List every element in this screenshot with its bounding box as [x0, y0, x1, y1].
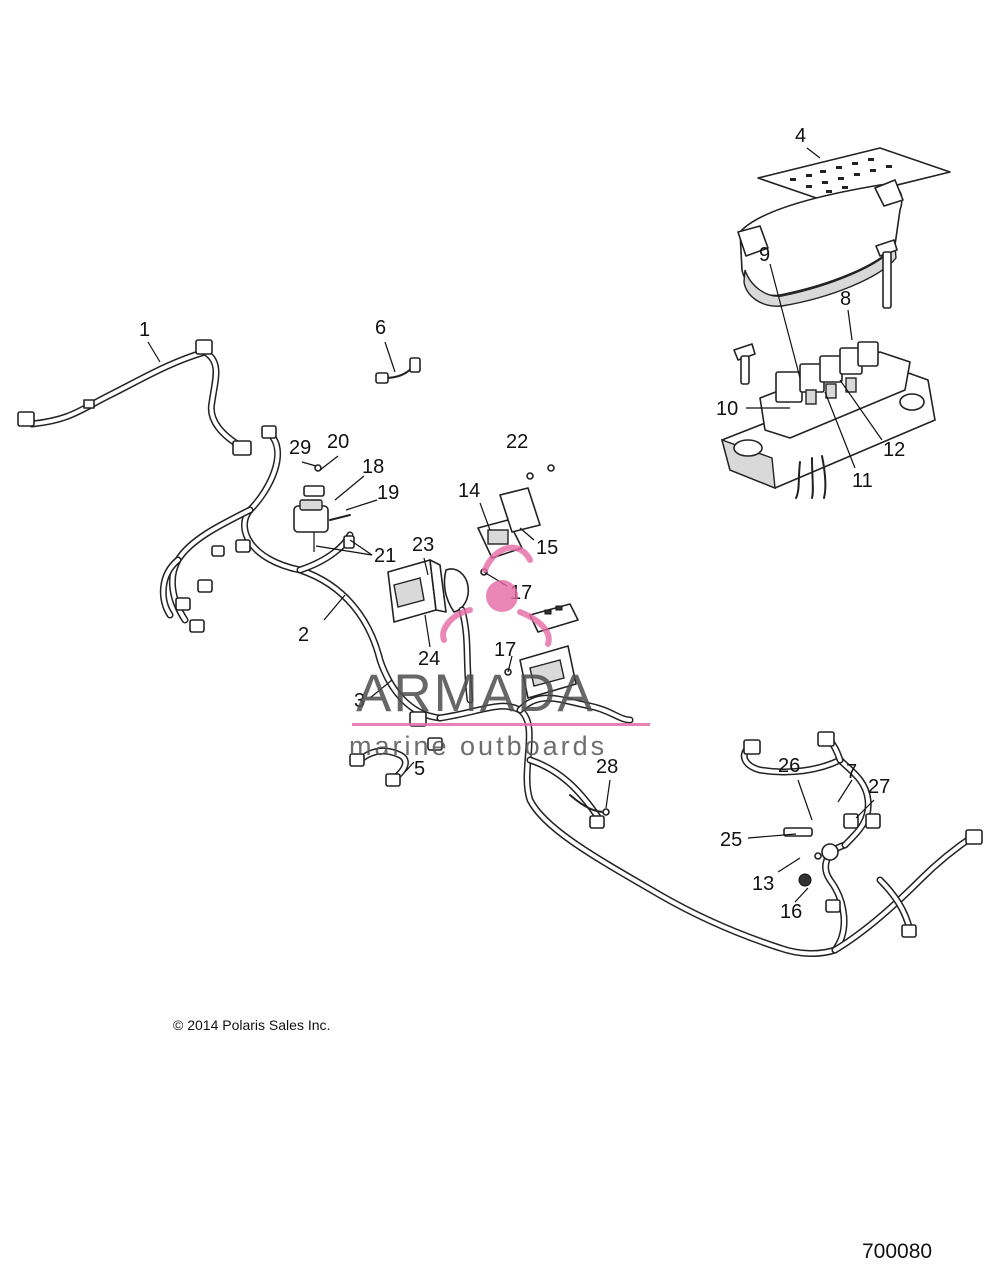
- leader-lines: [147, 147, 883, 903]
- voltage-regulator: [519, 603, 579, 699]
- callout-3: 3: [354, 690, 365, 712]
- callout-4: 4: [795, 125, 806, 147]
- part-2-main-harness: [159, 425, 444, 722]
- callout-23: 23: [412, 534, 434, 556]
- watermark-tagline: marine outboards: [349, 731, 608, 761]
- part-1-front-harness: [17, 339, 252, 456]
- callout-14: 14: [458, 480, 480, 502]
- part-28-lead: [569, 794, 610, 816]
- callout-6: 6: [375, 317, 386, 339]
- callout-19: 19: [377, 482, 399, 504]
- bolt-upper: [875, 239, 898, 309]
- callout-7: 7: [846, 761, 857, 783]
- callout-26: 26: [778, 755, 800, 777]
- part-7-rear-harness: [740, 731, 983, 954]
- part-23-ecu: [387, 559, 447, 623]
- part-14-connector-housing: [477, 487, 541, 559]
- diagram-number: 700080: [862, 1240, 933, 1263]
- copyright-notice: © 2014 Polaris Sales Inc.: [173, 1017, 331, 1033]
- callout-11: 11: [852, 470, 873, 492]
- callout-21: 21: [374, 545, 396, 567]
- callout-28: 28: [596, 756, 618, 778]
- callout-5: 5: [414, 758, 425, 780]
- callout-8: 8: [840, 288, 851, 310]
- callout-29: 29: [289, 437, 311, 459]
- part-5-jumper-harness: [349, 747, 409, 787]
- callout-15: 15: [536, 537, 558, 559]
- fuse-box-assembly: [720, 147, 951, 499]
- bolt-lower: [733, 343, 756, 385]
- part-18-relay: [293, 464, 355, 552]
- callout-20: 20: [327, 431, 349, 453]
- callout-12: 12: [883, 439, 905, 461]
- watermark-logo-mark: [440, 544, 552, 647]
- callout-22: 22: [506, 431, 528, 453]
- callout-18: 18: [362, 456, 384, 478]
- callout-9: 9: [759, 244, 770, 266]
- callout-2: 2: [298, 624, 309, 646]
- callout-10: 10: [716, 398, 738, 420]
- callout-numbers: 1 2 3 4 5 6 7 8 9 10 11 12 13 14 15 16 1…: [139, 125, 905, 923]
- part-22-fasteners: [526, 464, 555, 480]
- callout-27: 27: [868, 776, 890, 798]
- callout-13: 13: [752, 873, 774, 895]
- part-6-lead: [375, 357, 421, 384]
- callout-16: 16: [780, 901, 802, 923]
- callout-25: 25: [720, 829, 742, 851]
- callout-1: 1: [139, 319, 150, 341]
- callout-24: 24: [418, 648, 440, 670]
- callout-17b: 17: [494, 639, 516, 661]
- watermark-brand: ARMADA: [356, 664, 595, 723]
- watermark-rule: [352, 723, 650, 726]
